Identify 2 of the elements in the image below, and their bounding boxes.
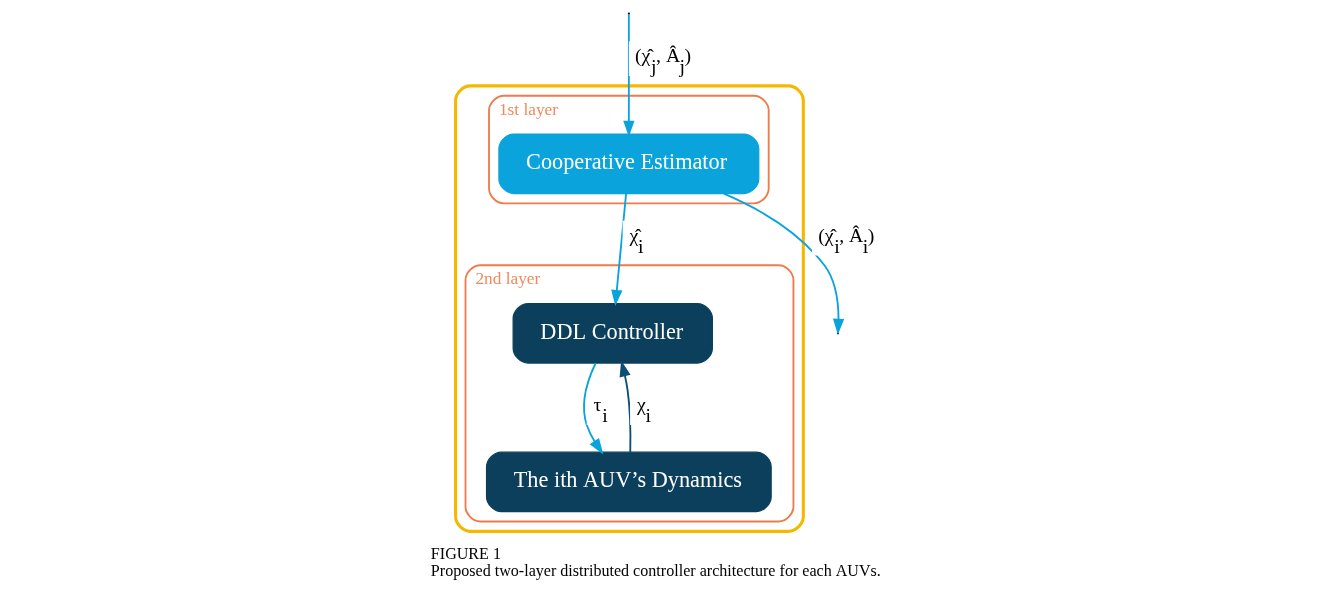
diagram-title: FIGURE 1 xyxy=(430,545,501,563)
caption: Proposed two-layer distributed controller architecture for each AUVs. xyxy=(430,562,881,580)
